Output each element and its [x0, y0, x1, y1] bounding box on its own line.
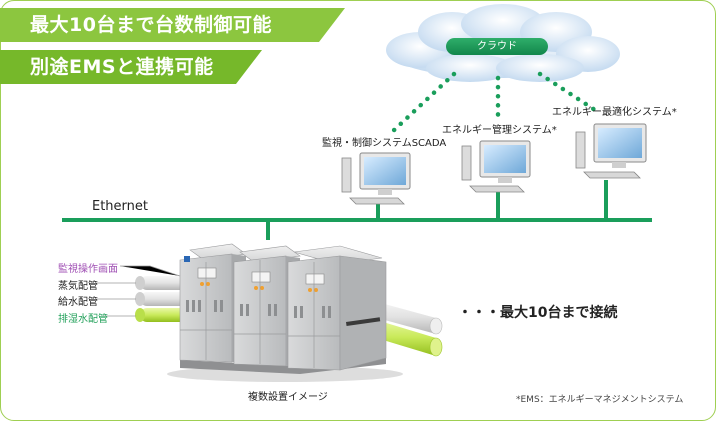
footnote: *EMS：エネルギーマネジメントシステム	[516, 395, 684, 405]
unit-count-note: ・・・最大10台まで接続	[458, 305, 618, 321]
computer-label-scada: 監視・制御システムSCADA	[322, 138, 447, 149]
ethernet-line	[62, 180, 652, 240]
pipes-right	[370, 300, 443, 357]
ethernet-label: Ethernet	[92, 199, 148, 214]
installation-caption: 複数設置イメージ	[248, 392, 328, 403]
pipe-leaders	[96, 265, 181, 317]
pipe-label-steam: 蒸気配管	[58, 281, 98, 292]
pipe-label-monitor-screen: 監視操作画面	[58, 264, 118, 275]
computer-label-ems: エネルギー管理システム*	[442, 125, 557, 136]
cloud-icon	[386, 4, 620, 82]
pipe-label-drain: 排湿水配管	[58, 314, 108, 325]
cloud-label: クラウド	[446, 38, 548, 55]
headline-banner-2: 別途EMSと連携可能	[0, 50, 262, 84]
cloud-links	[389, 71, 601, 135]
computer-label-optimization: エネルギー最適化システム*	[552, 107, 677, 118]
computer-icon	[575, 123, 647, 179]
pipes-left	[135, 276, 190, 322]
pipe-label-feedwater: 給水配管	[58, 297, 98, 308]
headline-banner-1: 最大10台まで台数制御可能	[0, 8, 345, 42]
computer-icon	[461, 140, 531, 193]
computer-icon	[341, 152, 411, 205]
boiler-cabinets	[167, 243, 403, 382]
